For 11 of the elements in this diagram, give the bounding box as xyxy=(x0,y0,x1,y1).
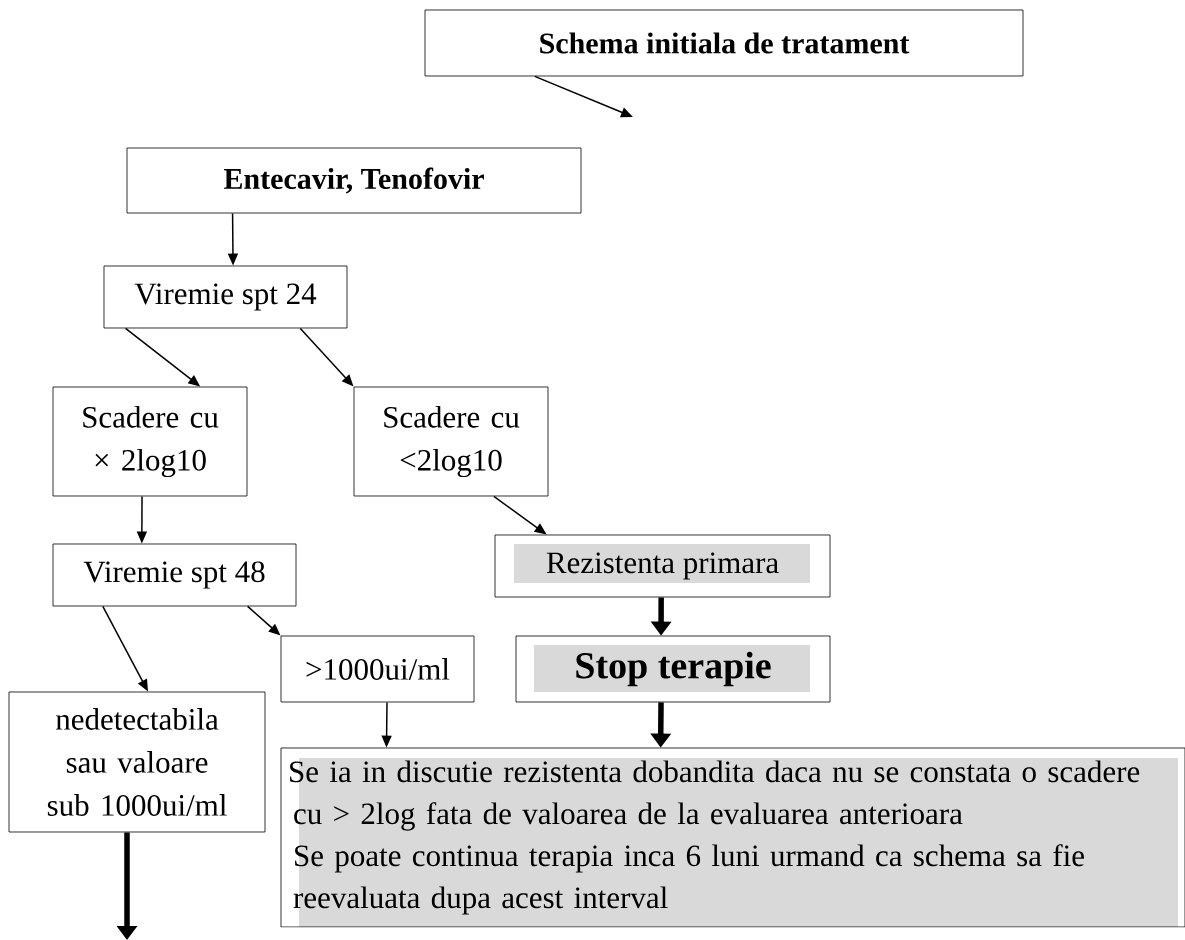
process-box: Entecavir, Tenofovir xyxy=(126,147,582,214)
process-box: Rezistenta primara xyxy=(494,534,831,598)
process-box: Viremie spt 24 xyxy=(103,265,348,329)
process-box: nedetectabila sau valoare sub 1000ui/ml xyxy=(8,691,266,833)
note-box: Se ia in discutie rezistenta dobandita daca nu se constata o scadere cu > 2log fata de valoarea de la evaluarea anterioara Se poate continua terapia inca 6 luni urmand ca schema sa fie reevaluata dupa acest interval xyxy=(280,747,1185,928)
process-box: >1000ui/ml xyxy=(280,635,475,703)
process-box: Scadere cu × 2log10 xyxy=(52,386,248,497)
process-box: Viremie spt 48 xyxy=(52,543,297,607)
process-box: Stop terapie xyxy=(515,635,831,703)
process-box: Scadere cu <2log10 xyxy=(353,386,549,497)
title-box: Schema initiala de tratament xyxy=(424,9,1024,77)
